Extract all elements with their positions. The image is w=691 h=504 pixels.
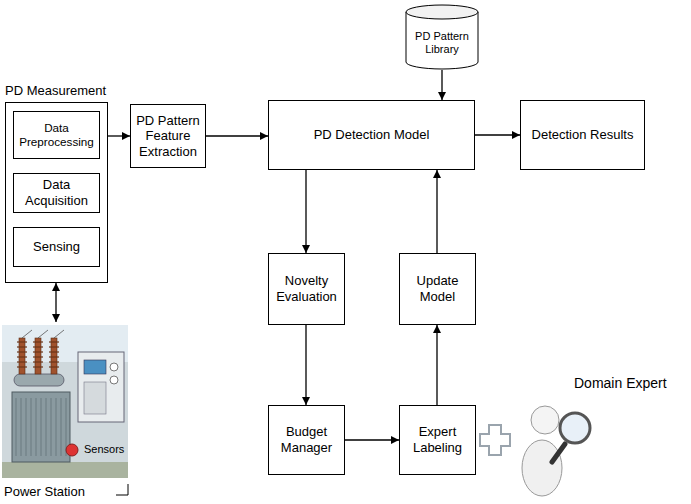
insulator-ring: [49, 351, 59, 352]
cabinet-screen: [84, 360, 106, 374]
box-label: Data Preprocessing: [17, 121, 96, 149]
arrow-connector: [436, 325, 437, 405]
box-label: PD Pattern Feature Extraction: [134, 113, 202, 160]
magnifier-handle: [552, 444, 565, 462]
box-label: Detection Results: [532, 127, 634, 143]
cooling-fin: [16, 398, 17, 456]
process-box: Data Acquisition: [13, 173, 100, 213]
magnifier-glass: [560, 413, 590, 443]
insulator-ring: [33, 356, 43, 357]
cylinder-body: [406, 12, 478, 69]
cylinder-top: [406, 5, 478, 19]
power-station: Power Station: [0, 322, 132, 500]
insulator-ring: [33, 351, 43, 352]
decorations: [116, 406, 590, 496]
control-cabinet: [78, 352, 124, 422]
cooling-fin: [31, 398, 32, 456]
arrow-connector: [305, 325, 306, 405]
expert-body: [522, 440, 562, 496]
box-label: Budget Manager: [272, 424, 341, 455]
actor-label: Domain Expert: [574, 375, 667, 392]
line-wire: [54, 330, 64, 338]
insulator-ring: [33, 346, 43, 347]
power-station-illustration: [0, 322, 132, 500]
process-box: Sensing: [13, 227, 100, 267]
process-box: Update Model: [399, 253, 476, 325]
insulator-ring: [17, 361, 27, 362]
insulator-ring: [49, 366, 59, 367]
cooling-fin: [26, 398, 27, 456]
cooling-fin: [61, 398, 62, 456]
cooling-fin: [51, 398, 52, 456]
process-box: Data Preprocessing: [13, 111, 100, 159]
cabinet-dial: [110, 363, 118, 371]
line-wire: [38, 330, 48, 338]
insulator-ring: [17, 366, 27, 367]
cooling-fin: [46, 398, 47, 456]
process-box: PD Pattern Feature Extraction: [130, 104, 206, 168]
insulator-ring: [17, 356, 27, 357]
arrow-connector: [206, 135, 268, 136]
box-label: Expert Labeling: [403, 424, 472, 455]
insulator-ring: [17, 341, 27, 342]
arrow-connector: [345, 439, 399, 440]
measurement-group: PD MeasurementData PreprocessingData Acq…: [5, 102, 108, 283]
arrow-connector: [55, 283, 56, 322]
box-label: PD Detection Model: [314, 127, 430, 143]
insulator-ring: [33, 361, 43, 362]
arrow-connector: [108, 135, 130, 136]
process-box: Expert Labeling: [399, 405, 476, 475]
process-box: Novelty Evaluation: [268, 253, 345, 325]
cooling-fin: [36, 398, 37, 456]
corner-bracket: [116, 484, 128, 495]
box-label: Data Acquisition: [17, 177, 96, 208]
arrow-connector: [436, 170, 437, 253]
bushing-insulator: [51, 338, 57, 374]
insulator-ring: [49, 346, 59, 347]
conservator-tank: [14, 374, 64, 386]
cooling-fin: [21, 398, 22, 456]
arrow-connector: [475, 134, 520, 135]
database-cylinder: PD Pattern Library: [405, 4, 479, 70]
process-box: Budget Manager: [268, 405, 345, 475]
box-label: Novelty Evaluation: [272, 273, 341, 304]
insulator-ring: [49, 356, 59, 357]
node-heading: Power Station: [4, 484, 85, 500]
bushing-insulator: [35, 338, 41, 374]
insulator-ring: [17, 351, 27, 352]
insulator-ring: [17, 346, 27, 347]
process-box: Detection Results: [520, 100, 645, 170]
cooling-fin: [41, 398, 42, 456]
node-heading: PD Measurement: [5, 83, 106, 99]
sensor-label: Sensors: [84, 443, 124, 456]
insulator-ring: [49, 361, 59, 362]
cabinet-panel: [84, 382, 106, 414]
sensor: [66, 444, 78, 456]
cooling-fin: [56, 398, 57, 456]
line-wire: [22, 330, 32, 338]
process-box: PD Detection Model: [268, 100, 475, 170]
box-label: Update Model: [403, 273, 472, 304]
ground: [2, 462, 128, 478]
plus-sign: [480, 425, 510, 455]
box-label: PD Pattern Library: [410, 18, 474, 56]
insulator-ring: [33, 366, 43, 367]
arrow-connector: [305, 170, 306, 253]
arrow-connector: [441, 70, 442, 100]
insulator-ring: [49, 341, 59, 342]
cabinet-dial: [110, 376, 118, 384]
insulator-ring: [33, 341, 43, 342]
bushing-insulator: [19, 338, 25, 374]
expert-head: [531, 406, 559, 434]
box-label: Sensing: [33, 239, 80, 255]
transformer-tank: [12, 392, 70, 462]
